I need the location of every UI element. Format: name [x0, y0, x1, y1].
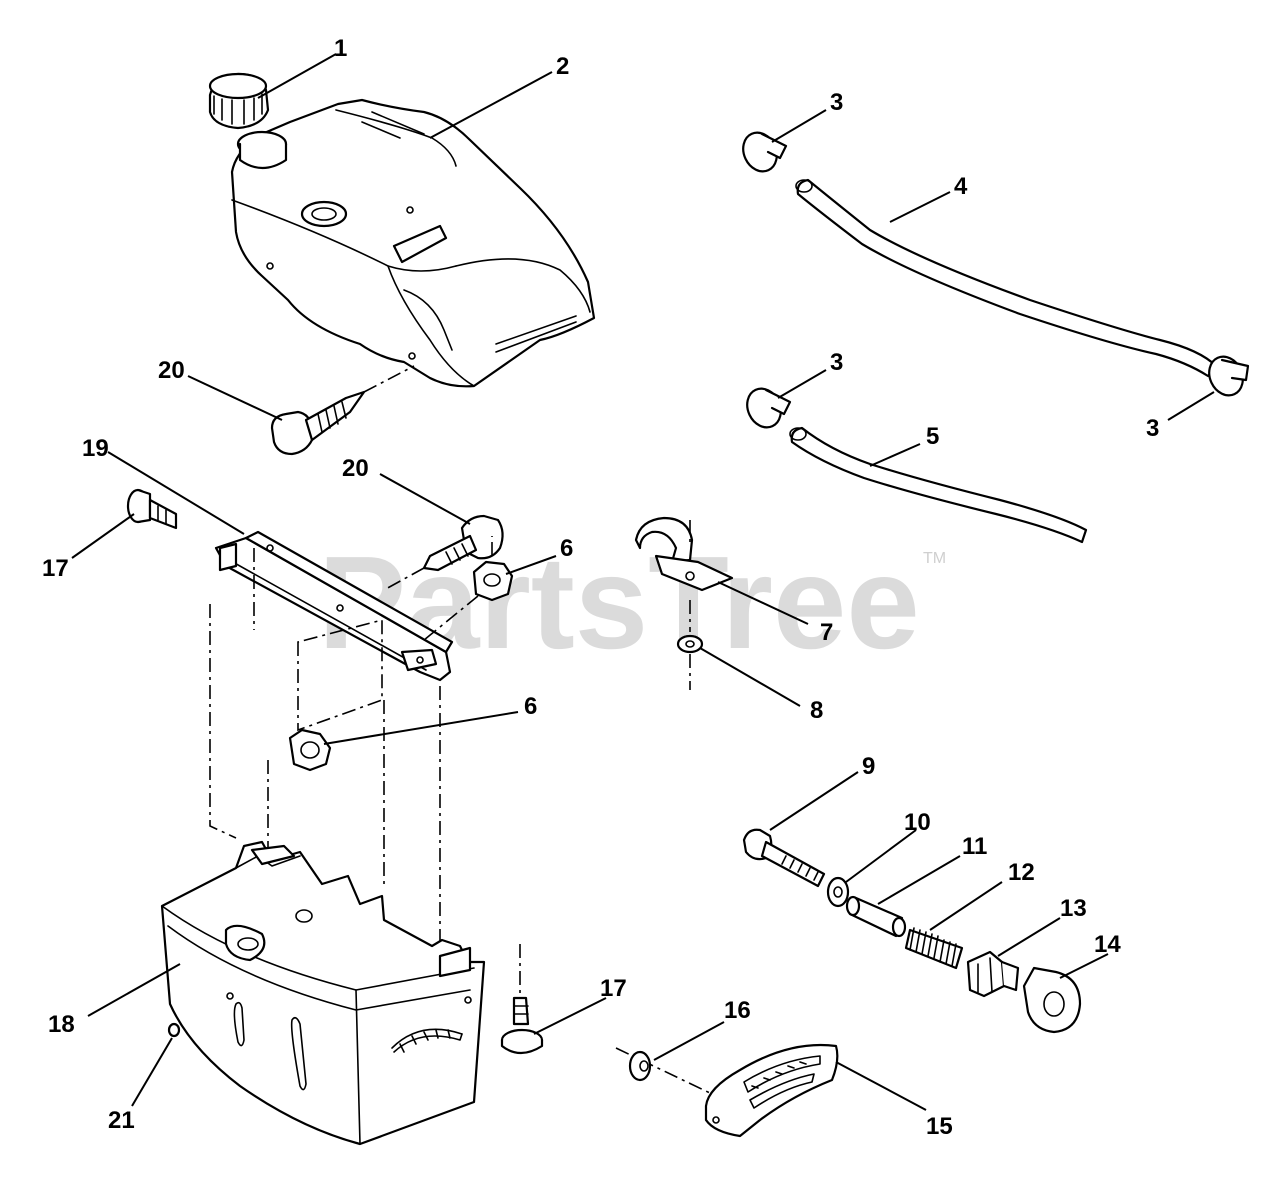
callout-21[interactable]: 21	[108, 1107, 135, 1134]
spring-icon[interactable]	[904, 927, 964, 970]
callout-10[interactable]: 10	[904, 809, 931, 836]
callout-12[interactable]: 12	[1008, 859, 1035, 886]
callout-9[interactable]: 9	[862, 753, 875, 780]
hex-nut-icon[interactable]	[288, 728, 332, 772]
clip-bracket-icon[interactable]	[634, 516, 734, 592]
callout-6-top[interactable]: 6	[560, 535, 573, 562]
fuel-tank-icon[interactable]	[230, 98, 596, 388]
washer-icon[interactable]	[676, 600, 704, 690]
callout-5[interactable]: 5	[926, 423, 939, 450]
alignment-lines	[209, 548, 713, 1095]
hose-clamp-icon[interactable]	[741, 383, 792, 433]
callout-17-top[interactable]: 17	[42, 555, 69, 582]
tank-bracket-icon[interactable]	[214, 530, 454, 682]
fuel-cap-icon[interactable]	[208, 72, 270, 130]
callout-18[interactable]: 18	[48, 1011, 75, 1038]
hose-clamp-icon[interactable]	[1203, 351, 1250, 401]
screw-icon[interactable]	[270, 365, 415, 456]
callout-4[interactable]: 4	[954, 173, 968, 200]
control-panel-icon[interactable]	[160, 840, 486, 1146]
callout-3-middle[interactable]: 3	[830, 349, 843, 376]
hex-nut-icon[interactable]	[423, 536, 514, 641]
hose-clamp-icon[interactable]	[737, 127, 788, 177]
callout-7[interactable]: 7	[820, 619, 833, 646]
spacer-icon[interactable]	[845, 895, 907, 938]
callout-20-middle[interactable]: 20	[342, 455, 369, 482]
callout-11[interactable]: 11	[962, 833, 987, 860]
decal-plate-icon[interactable]	[704, 1043, 839, 1138]
cam-icon[interactable]	[1022, 966, 1082, 1034]
callout-20-top[interactable]: 20	[158, 357, 185, 384]
washer-icon[interactable]	[826, 876, 850, 908]
callout-3-top[interactable]: 3	[830, 89, 843, 116]
fuel-line-icon[interactable]	[795, 178, 1218, 378]
callout-19[interactable]: 19	[82, 435, 109, 462]
shoulder-bolt-icon[interactable]	[500, 996, 544, 1055]
callout-8[interactable]: 8	[810, 697, 823, 724]
leader-lines	[71, 53, 1215, 1111]
bolt-icon[interactable]	[742, 828, 826, 888]
shoulder-bolt-icon[interactable]	[126, 488, 178, 530]
callout-1[interactable]: 1	[334, 35, 347, 62]
screw-icon[interactable]	[167, 1022, 181, 1038]
callout-3-right[interactable]: 3	[1146, 415, 1159, 442]
callout-2[interactable]: 2	[556, 53, 569, 80]
callout-14[interactable]: 14	[1094, 931, 1121, 958]
callout-13[interactable]: 13	[1060, 895, 1087, 922]
screw-icon[interactable]	[628, 1050, 652, 1082]
callout-15[interactable]: 15	[926, 1113, 953, 1140]
callout-16[interactable]: 16	[724, 997, 751, 1024]
callout-6-middle[interactable]: 6	[524, 693, 537, 720]
fuel-line-icon[interactable]	[789, 426, 1088, 544]
callout-17-bottom[interactable]: 17	[600, 975, 627, 1002]
watermark-trademark: TM	[923, 550, 946, 567]
throttle-lever-icon[interactable]	[966, 950, 1020, 998]
